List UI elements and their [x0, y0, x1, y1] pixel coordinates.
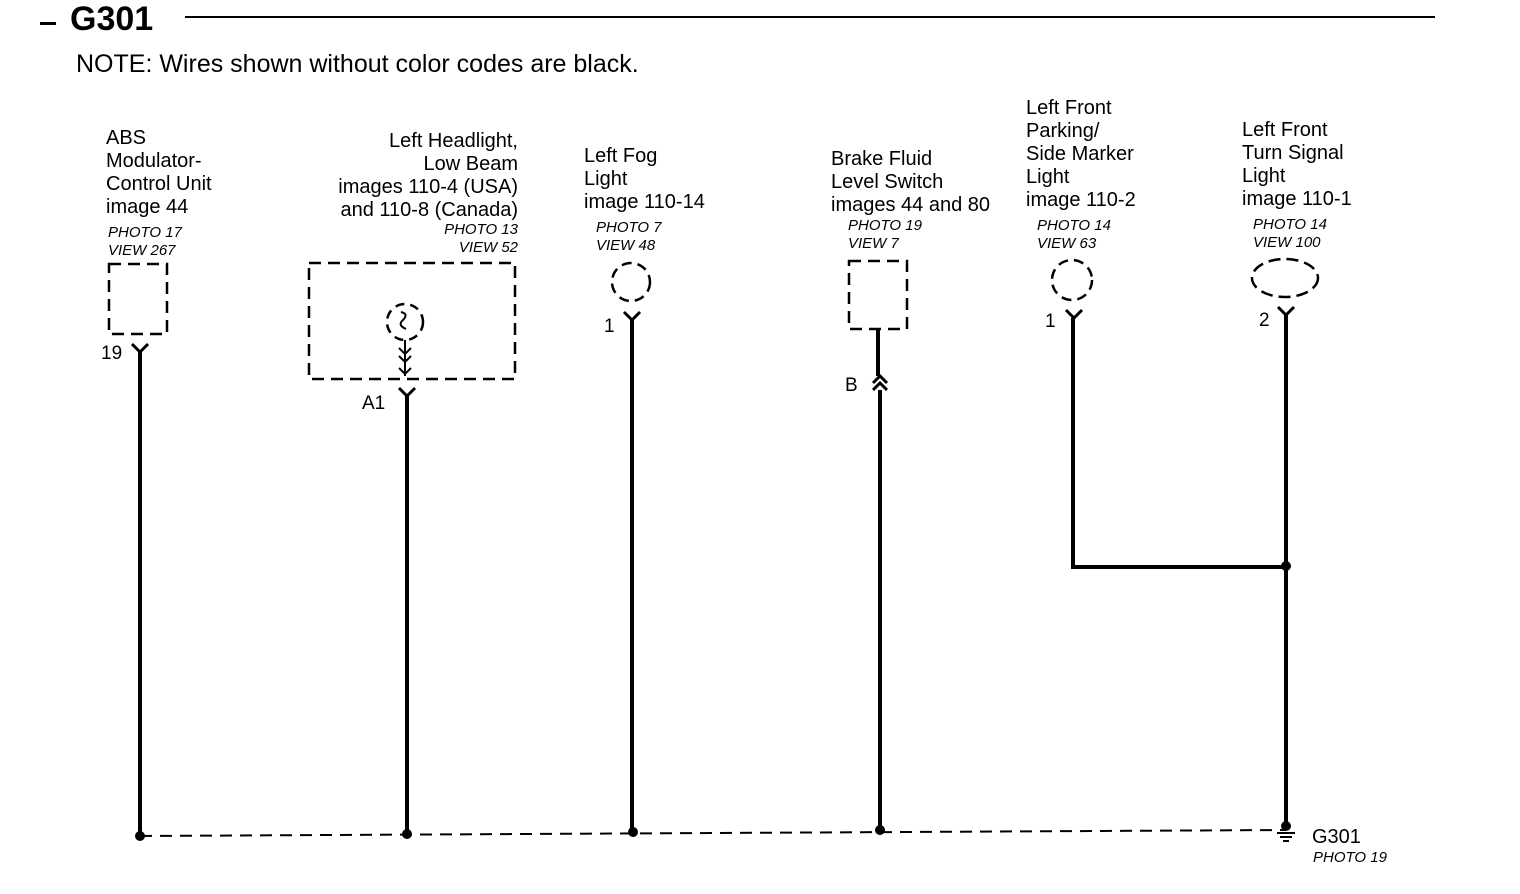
terminal-turn: [1276, 305, 1296, 318]
abs-unit-ref: PHOTO 17 VIEW 267: [108, 224, 182, 259]
splice-parking-turn: [1281, 561, 1291, 571]
turn-signal-ref: PHOTO 14 VIEW 100: [1253, 216, 1327, 251]
headlight-ref: PHOTO 13 VIEW 52: [444, 221, 518, 256]
wire-parking: [1071, 318, 1286, 569]
abs-unit-box: [107, 262, 169, 336]
brake-fluid-switch-ref: PHOTO 19 VIEW 7: [848, 217, 922, 252]
pin-label-brake: B: [845, 375, 858, 396]
abs-unit-label: ABS Modulator- Control Unit image 44: [106, 127, 212, 218]
turn-signal-label: Left Front Turn Signal Light image 110-1: [1242, 119, 1352, 210]
terminal-abs: [130, 342, 150, 355]
parking-light-label: Left Front Parking/ Side Marker Light im…: [1026, 97, 1136, 211]
splice-ground: [1281, 821, 1291, 831]
page-title: G301: [70, 0, 154, 38]
ground-label: G301: [1312, 826, 1361, 848]
parking-light-ref: PHOTO 14 VIEW 63: [1037, 217, 1111, 252]
headlight-label: Left Headlight, Low Beam images 110-4 (U…: [338, 130, 518, 221]
turn-signal-bulb: [1250, 257, 1320, 299]
pin-label-turn: 2: [1259, 310, 1270, 331]
splice-headlight: [402, 829, 412, 839]
note-text: NOTE: Wires shown without color codes ar…: [76, 50, 639, 78]
splice-brake: [875, 825, 885, 835]
headlight-filament: [399, 311, 407, 330]
title-rule: [185, 16, 1435, 18]
pin-label-abs: 19: [101, 343, 123, 364]
fog-light-bulb: [610, 261, 652, 303]
ground-bus: [139, 829, 1287, 837]
terminal-headlight: [397, 386, 417, 399]
ground-symbol: [1277, 832, 1295, 842]
brake-fluid-switch-box: [847, 259, 909, 331]
pin-label-fog: 1: [604, 316, 615, 337]
headlight-bulb: [385, 302, 425, 342]
terminal-parking: [1064, 308, 1084, 321]
header-dash: [40, 22, 56, 25]
headlight-box: [307, 261, 517, 381]
brake-fluid-switch-label: Brake Fluid Level Switch images 44 and 8…: [831, 148, 991, 216]
pin-label-headlight: A1: [362, 393, 386, 414]
terminal-brake: [871, 373, 889, 392]
pin-label-parking: 1: [1045, 311, 1056, 332]
parking-light-bulb: [1050, 258, 1094, 302]
splice-fog: [628, 827, 638, 837]
splice-abs: [135, 831, 145, 841]
fog-light-ref: PHOTO 7 VIEW 48: [596, 219, 662, 254]
fog-light-label: Left Fog Light image 110-14: [584, 145, 705, 213]
terminal-fog: [622, 310, 642, 323]
ground-ref: PHOTO 19: [1313, 849, 1387, 866]
